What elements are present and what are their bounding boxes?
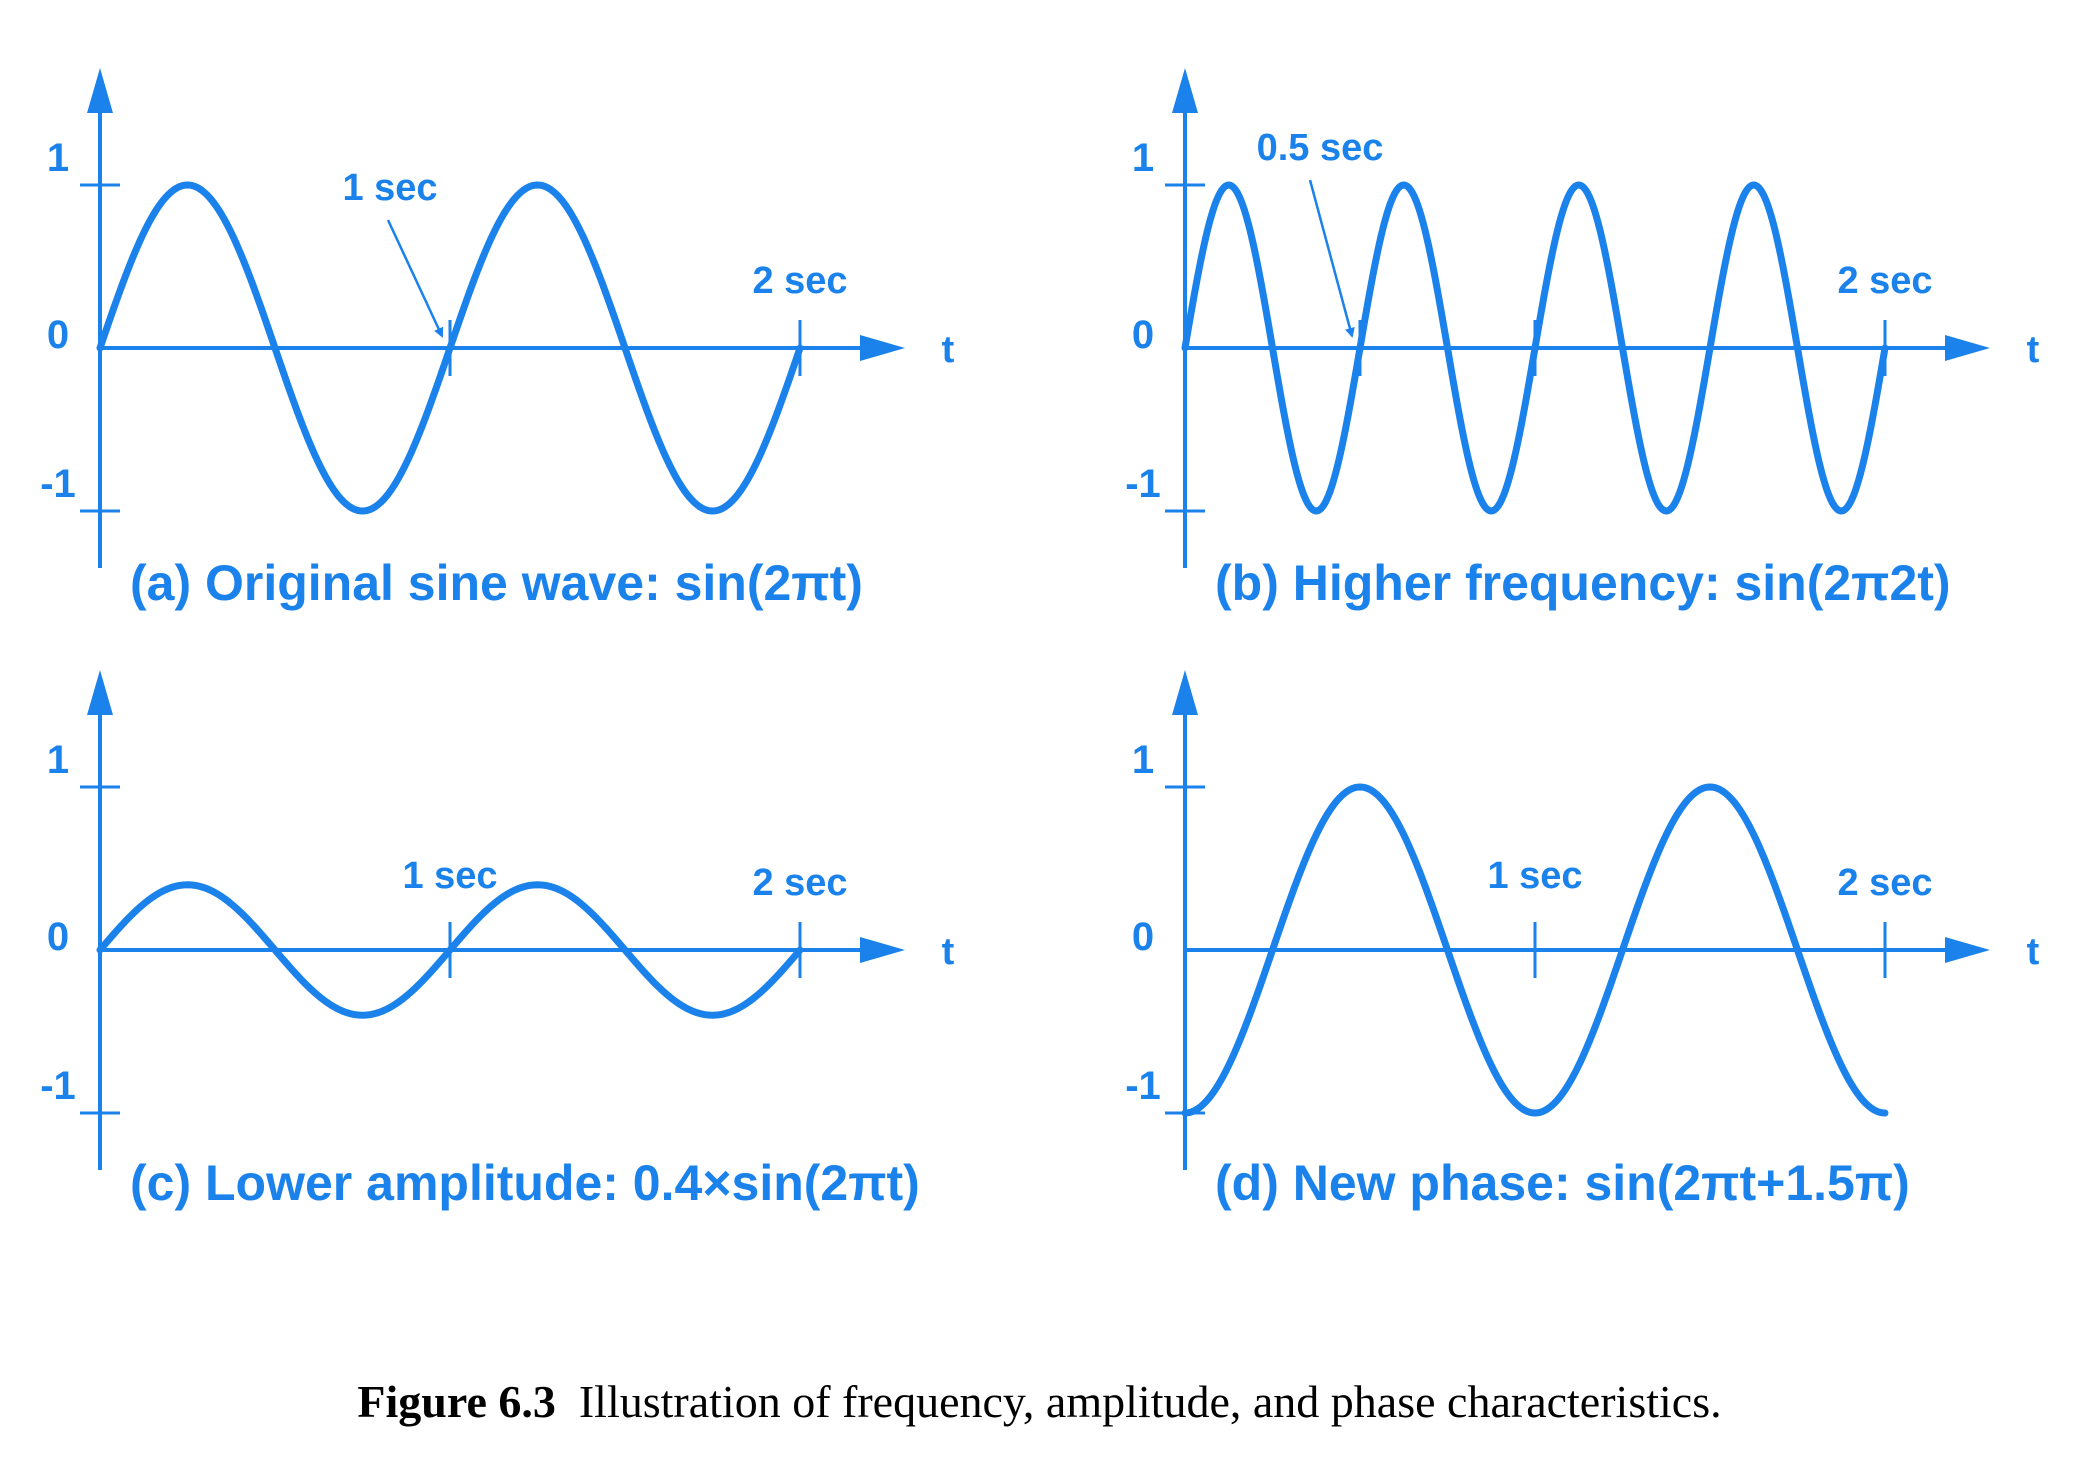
x-axis-label: t: [942, 329, 955, 371]
y-axis-arrow: [1172, 68, 1198, 113]
caption-label: Figure 6.3: [357, 1376, 556, 1427]
y-tick-label: 0: [47, 313, 69, 357]
y-tick-label: -1: [40, 462, 76, 506]
x-axis-arrow: [1945, 335, 1990, 361]
y-axis-arrow: [87, 68, 113, 113]
panel-c: t 1 0 -1 1 sec 2 sec (c) Lower amplitude: 0.4×…: [40, 670, 955, 1211]
sine-curve: [1181, 181, 1889, 515]
x-axis-arrow: [1945, 937, 1990, 963]
annotation-arrow: [386, 219, 444, 338]
y-tick-label: 1: [47, 136, 69, 180]
sine-curve: [1181, 783, 1889, 1117]
panel-a: t 1 0 -1 1 sec 2 sec (a) Original sine wave: s…: [40, 68, 955, 611]
figure-caption: Figure 6.3 Illustration of frequency, am…: [0, 1375, 2079, 1428]
time-label: 2 sec: [752, 260, 847, 302]
time-label: 1 sec: [402, 855, 497, 897]
y-tick-label: -1: [1125, 462, 1161, 506]
y-tick-label: 1: [1132, 136, 1154, 180]
y-tick-label: 1: [47, 738, 69, 782]
y-tick-label: 0: [1132, 313, 1154, 357]
panel-title: (b) Higher frequency: sin(2π2t): [1215, 555, 1951, 611]
panel-title: (c) Lower amplitude: 0.4×sin(2πt): [130, 1155, 920, 1211]
time-label: 2 sec: [752, 862, 847, 904]
time-label: 1 sec: [342, 167, 437, 209]
y-tick-label: 1: [1132, 738, 1154, 782]
y-tick-label: 0: [47, 915, 69, 959]
panel-title: (a) Original sine wave: sin(2πt): [130, 555, 863, 611]
y-tick-label: -1: [1125, 1064, 1161, 1108]
x-axis-arrow: [860, 335, 905, 361]
sine-curve: [96, 881, 804, 1019]
y-axis-arrow: [87, 670, 113, 715]
sine-curve: [96, 181, 804, 515]
panel-title: (d) New phase: sin(2πt+1.5π): [1215, 1155, 1910, 1211]
time-label: 2 sec: [1837, 260, 1932, 302]
panel-b: t 1 0 -1 0.5 sec 2 sec (b) Higher frequency: s…: [1125, 68, 2040, 611]
y-tick-label: -1: [40, 1064, 76, 1108]
annotation-arrow: [1308, 179, 1355, 338]
y-tick-label: 0: [1132, 915, 1154, 959]
y-axis-arrow: [1172, 670, 1198, 715]
x-axis-label: t: [942, 931, 955, 973]
x-axis-label: t: [2027, 931, 2040, 973]
x-axis-label: t: [2027, 329, 2040, 371]
time-label: 2 sec: [1837, 862, 1932, 904]
panel-d: t 1 0 -1 1 sec 2 sec (d) New phase: sin(2πt+1.…: [1125, 670, 2040, 1211]
time-label: 0.5 sec: [1257, 127, 1384, 169]
caption-text: Illustration of frequency, amplitude, an…: [578, 1376, 1722, 1427]
time-label: 1 sec: [1487, 855, 1582, 897]
x-axis-arrow: [860, 937, 905, 963]
